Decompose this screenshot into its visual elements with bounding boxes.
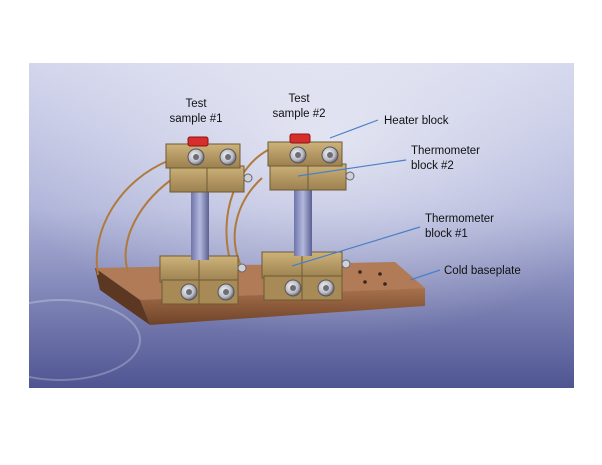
background-swirl	[0, 299, 141, 381]
heater-block-sample-2	[267, 133, 343, 167]
label-thermometer-block-1-line-2: block #1	[425, 228, 468, 240]
thermometer-block-1-leader-line	[291, 226, 421, 267]
sample-1-assembly	[159, 136, 253, 305]
label-sample-1-line-2: sample #1	[169, 113, 222, 125]
test-sample-2-rod	[294, 186, 312, 256]
heater-element-sample-1	[187, 136, 209, 147]
thermometer-block-1-sample-1	[159, 255, 247, 305]
label-sample-2-line-2: sample #2	[272, 108, 325, 120]
label-thermometer-block-2-line-2: block #2	[411, 160, 454, 172]
heater-block-sample-1	[165, 136, 241, 169]
thermometer-block-2-sample-2	[269, 163, 355, 191]
sample-2-assembly	[261, 133, 355, 301]
leader-lines	[291, 119, 441, 281]
heater-element-sample-2	[289, 133, 311, 144]
label-thermometer-block-2-line-1: Thermometer	[411, 145, 480, 157]
test-sample-1-rod	[191, 190, 209, 260]
thermometer-block-2-leader-line	[297, 159, 407, 177]
heater-leader-line	[329, 119, 379, 139]
label-heater-block: Heater block	[384, 115, 449, 127]
label-sample-1-line-1: Test	[185, 98, 207, 110]
thermometer-block-1-sample-2	[261, 251, 351, 301]
label-thermometer-block-1-line-1: Thermometer	[425, 213, 494, 225]
label-cold-baseplate: Cold baseplate	[444, 265, 521, 277]
label-sample-2-line-1: Test	[288, 93, 310, 105]
labels: Test sample #1 Test sample #2 Heater blo…	[169, 93, 520, 277]
cold-baseplate-leader-line	[409, 269, 441, 281]
thermometer-block-2-sample-1	[169, 165, 253, 193]
